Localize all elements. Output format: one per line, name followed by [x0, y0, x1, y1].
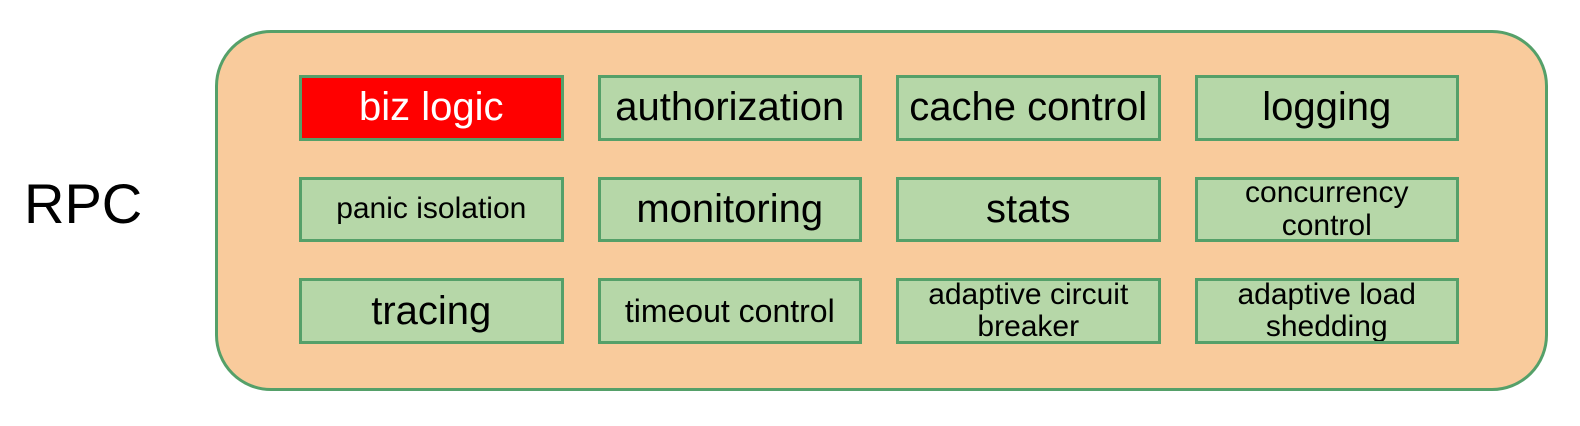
- box-stats: stats: [896, 176, 1161, 243]
- box-label: authorization: [615, 85, 845, 130]
- box-label: panic isolation: [336, 192, 527, 226]
- box-label: adaptive load shedding: [1237, 278, 1416, 344]
- box-panic-isolation: panic isolation: [299, 176, 564, 243]
- box-label: cache control: [909, 85, 1148, 130]
- rpc-container: biz logic authorization cache control lo…: [215, 30, 1548, 391]
- box-label: stats: [986, 186, 1071, 231]
- box-label: concurrency control: [1245, 176, 1409, 242]
- rpc-label: RPC: [24, 172, 143, 235]
- box-label: adaptive circuit breaker: [928, 278, 1129, 344]
- box-label: biz logic: [358, 85, 504, 130]
- box-cache-control: cache control: [896, 75, 1161, 141]
- box-label: monitoring: [636, 186, 824, 231]
- box-adaptive-circuit-breaker: adaptive circuit breaker: [896, 278, 1161, 344]
- box-authorization: authorization: [597, 75, 862, 141]
- box-tracing: tracing: [299, 278, 564, 344]
- box-adaptive-load-shedding: adaptive load shedding: [1194, 278, 1459, 344]
- box-label: timeout control: [624, 292, 835, 329]
- box-logging: logging: [1194, 75, 1459, 141]
- box-monitoring: monitoring: [597, 176, 862, 243]
- box-biz-logic: biz logic: [299, 75, 564, 141]
- box-label: tracing: [371, 288, 492, 333]
- box-concurrency-control: concurrency control: [1194, 176, 1459, 243]
- box-label: logging: [1262, 85, 1392, 130]
- box-timeout-control: timeout control: [597, 278, 862, 344]
